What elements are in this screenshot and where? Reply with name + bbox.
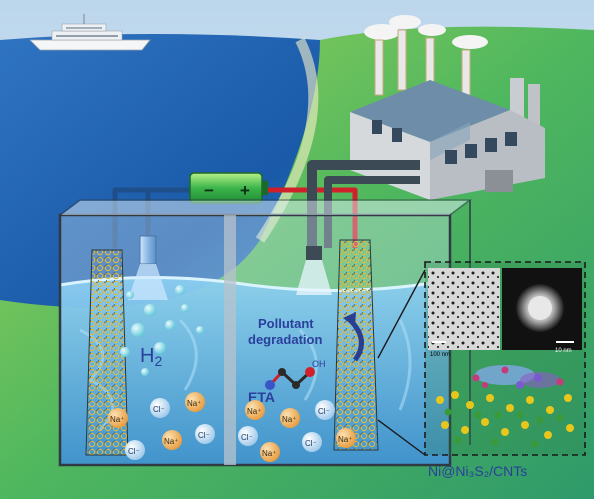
pollutant-line2: degradation [248, 332, 322, 347]
eta-molecule-icon [265, 367, 315, 390]
svg-text:Cl⁻: Cl⁻ [305, 439, 317, 448]
svg-text:Na⁺: Na⁺ [338, 435, 352, 444]
carbon-nanotube-electrode-icon-right [333, 239, 379, 451]
chloride-ion: Cl⁻ [195, 424, 215, 444]
sodium-ion: Na⁺ [108, 408, 128, 428]
membrane-divider [224, 215, 236, 465]
yacht-icon [29, 14, 151, 51]
battery-negative: − [204, 181, 214, 200]
sodium-ion: Na⁺ [185, 392, 205, 412]
ions-left: Na⁺ Cl⁻ Na⁺ Na⁺ Cl⁻ Cl⁻ [108, 392, 215, 460]
svg-text:Cl⁻: Cl⁻ [153, 405, 165, 414]
chloride-ion: Cl⁻ [315, 400, 335, 420]
anode-inlet-nozzle [296, 246, 332, 295]
cathode-gas-tube [128, 235, 168, 300]
scale-bar-right: 10 nm [555, 348, 572, 354]
svg-text:Cl⁻: Cl⁻ [241, 433, 253, 442]
svg-text:Cl⁻: Cl⁻ [318, 407, 330, 416]
chloride-ion: Cl⁻ [150, 398, 170, 418]
pollutant-degradation-label: Pollutant degradation [248, 316, 322, 347]
svg-text:Na⁺: Na⁺ [282, 415, 296, 424]
svg-text:Na⁺: Na⁺ [262, 449, 276, 458]
circuit-wires [112, 160, 420, 248]
chloride-ion: Cl⁻ [125, 440, 145, 460]
sodium-ion: Na⁺ [245, 400, 265, 420]
pollutant-line1: Pollutant [258, 316, 314, 331]
sodium-ion: Na⁺ [260, 442, 280, 462]
svg-text:Na⁺: Na⁺ [187, 399, 201, 408]
svg-text:Na⁺: Na⁺ [247, 407, 261, 416]
hydrogen-bubbles [120, 285, 204, 376]
chloride-ion: Cl⁻ [238, 426, 258, 446]
molecular-structure [436, 365, 574, 448]
battery-positive: + [240, 181, 250, 200]
svg-text:Cl⁻: Cl⁻ [128, 447, 140, 456]
battery-icon: − + [189, 172, 268, 204]
hydrogen-label: H2 [140, 345, 162, 369]
callout-lines [377, 269, 426, 456]
svg-text:Na⁺: Na⁺ [110, 415, 124, 424]
tem-image-left [428, 268, 500, 350]
ions-right: Na⁺ Cl⁻ Na⁺ Cl⁻ Cl⁻ Na⁺ Na⁺ [238, 400, 356, 462]
oh-label: OH [312, 359, 326, 369]
scale-bar-left: 100 nm [430, 352, 450, 358]
catalyst-name-label: Ni@Ni₃S₂/CNTs [428, 463, 527, 479]
curved-arrow-head [343, 312, 356, 327]
sodium-ion: Na⁺ [336, 428, 356, 448]
chloride-ion: Cl⁻ [302, 432, 322, 452]
svg-text:Cl⁻: Cl⁻ [198, 431, 210, 440]
svg-text:Na⁺: Na⁺ [164, 437, 178, 446]
sodium-ion: Na⁺ [162, 430, 182, 450]
sodium-ion: Na⁺ [280, 408, 300, 428]
catalyst-inset: 100 nm 10 nm [424, 261, 586, 456]
factory-icon [350, 15, 545, 200]
